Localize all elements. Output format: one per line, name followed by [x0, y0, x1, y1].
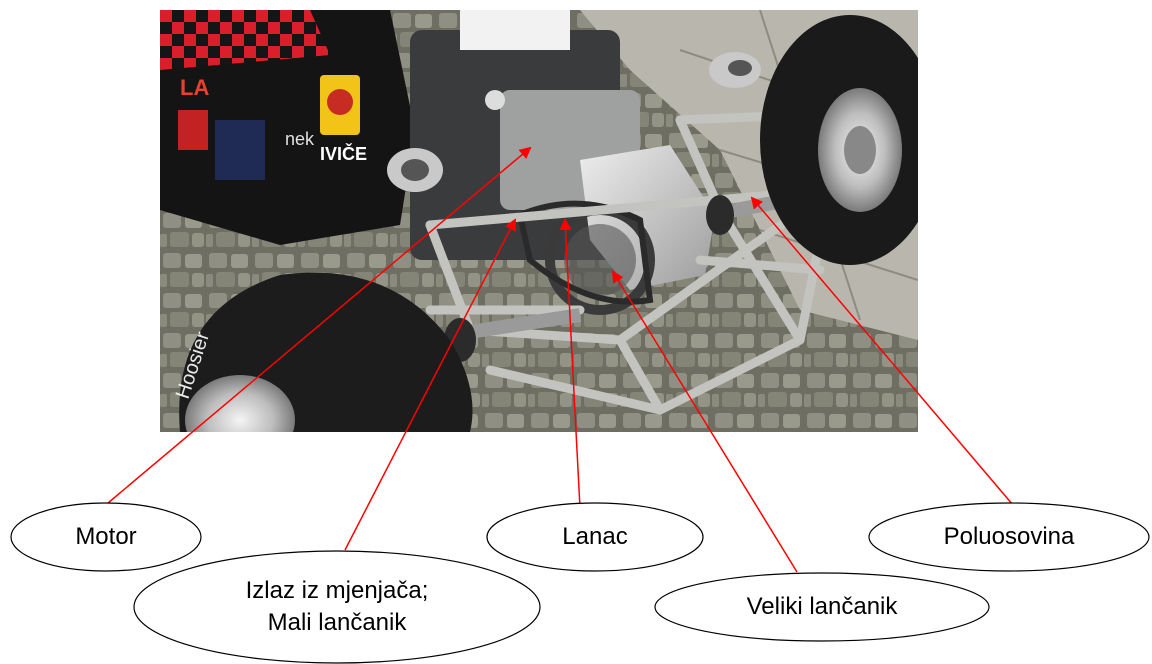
leader-line-gearbox [344, 218, 516, 551]
race-car-photo: LA nek IVIČE [160, 10, 918, 432]
label-half-shaft: Poluosovina [943, 523, 1075, 550]
label-chain: Lanac [562, 523, 628, 550]
sponsor-text-2: nek [285, 129, 315, 149]
callout-half-shaft [868, 502, 1150, 572]
label-gearbox-line2: Mali lančanik [267, 609, 407, 636]
sponsor-text-1: LA [180, 75, 209, 100]
callout-motor [10, 502, 202, 572]
leader-line-motor [107, 146, 532, 504]
front-left-wheel: Hoosier [172, 272, 473, 432]
leader-line-big-sprocket [611, 270, 798, 573]
leader-line-half-shaft [750, 196, 1014, 506]
car-body-panel [160, 10, 415, 245]
leader-line-chain [559, 218, 581, 509]
callout-gearbox [133, 550, 541, 664]
callout-chain [486, 502, 704, 572]
label-big-sprocket: Veliki lančanik [746, 593, 898, 620]
chain [516, 200, 654, 305]
rear-right-wheel [760, 15, 918, 265]
label-motor: Motor [75, 523, 137, 550]
callout-big-sprocket [654, 572, 990, 642]
sponsor-text-3: IVIČE [320, 143, 367, 164]
label-gearbox-line1: Izlaz iz mjenjača; [245, 577, 429, 604]
space-frame [425, 110, 835, 415]
